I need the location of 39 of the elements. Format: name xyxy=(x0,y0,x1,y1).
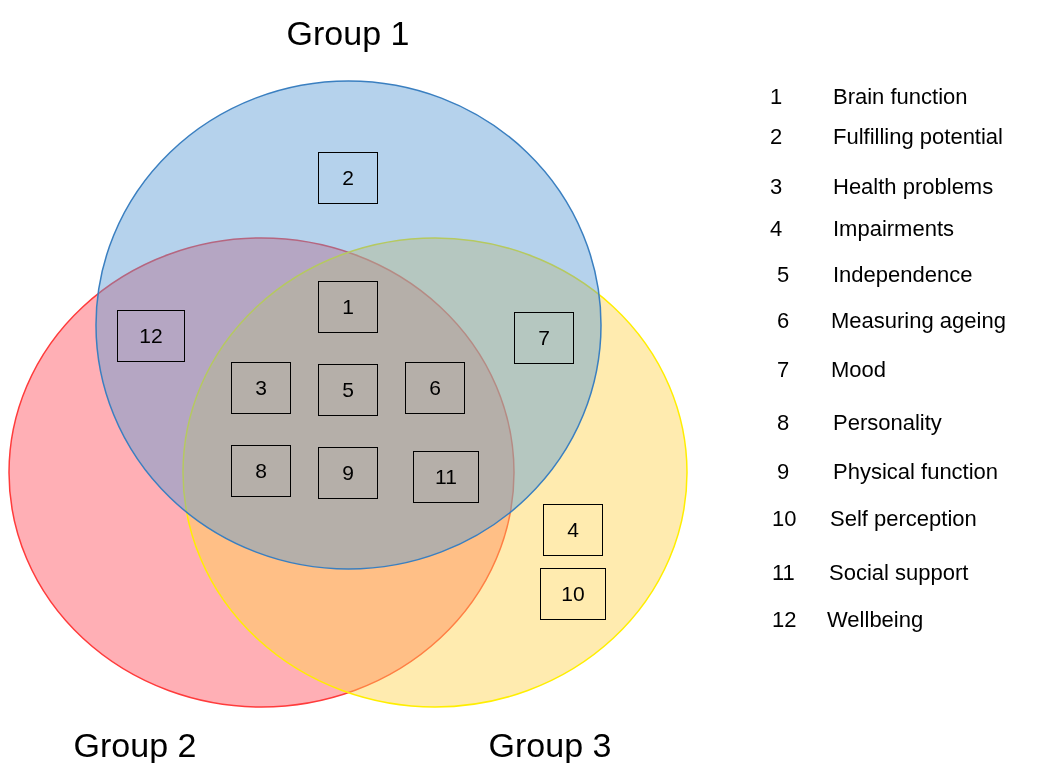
group-title: Group 2 xyxy=(73,725,197,763)
number-box: 10 xyxy=(540,568,606,620)
key-number: 6 xyxy=(777,308,790,334)
key-label: Independence xyxy=(833,262,973,288)
number-box: 1 xyxy=(318,281,378,333)
number-box: 12 xyxy=(117,310,185,362)
number-box: 4 xyxy=(543,504,603,556)
number-box: 7 xyxy=(514,312,574,364)
number-box: 11 xyxy=(413,451,479,503)
group-title: Group 3 xyxy=(488,725,612,763)
key-number: 5 xyxy=(777,262,790,288)
group-title: Group 1 xyxy=(286,13,410,53)
key-number: 4 xyxy=(770,216,783,242)
key-label: Impairments xyxy=(833,216,955,242)
number-box: 6 xyxy=(405,362,465,414)
key-number: 12 xyxy=(772,607,797,633)
key-number: 2 xyxy=(770,124,783,150)
key-number: 11 xyxy=(772,560,795,586)
key-label: Mood xyxy=(831,357,887,383)
number-box: 8 xyxy=(231,445,291,497)
key-label: Health problems xyxy=(833,174,994,200)
key-label: Measuring ageing xyxy=(831,308,1006,334)
key-label: Wellbeing xyxy=(827,607,924,633)
number-box: 9 xyxy=(318,447,378,499)
key-number: 1 xyxy=(770,84,783,110)
number-box: 5 xyxy=(318,364,378,416)
key-label: Social support xyxy=(829,560,969,586)
key-label: Personality xyxy=(833,410,942,436)
number-box: 2 xyxy=(318,152,378,204)
number-box: 3 xyxy=(231,362,291,414)
key-number: 9 xyxy=(777,459,790,485)
key-number: 3 xyxy=(770,174,783,200)
key-label: Physical function xyxy=(833,459,999,485)
key-number: 8 xyxy=(777,410,790,436)
key-label: Brain function xyxy=(833,84,968,110)
key-number: 10 xyxy=(772,506,797,532)
key-label: Self perception xyxy=(830,506,977,532)
key-number: 7 xyxy=(777,357,790,383)
key-label: Fulfilling potential xyxy=(833,124,1003,150)
